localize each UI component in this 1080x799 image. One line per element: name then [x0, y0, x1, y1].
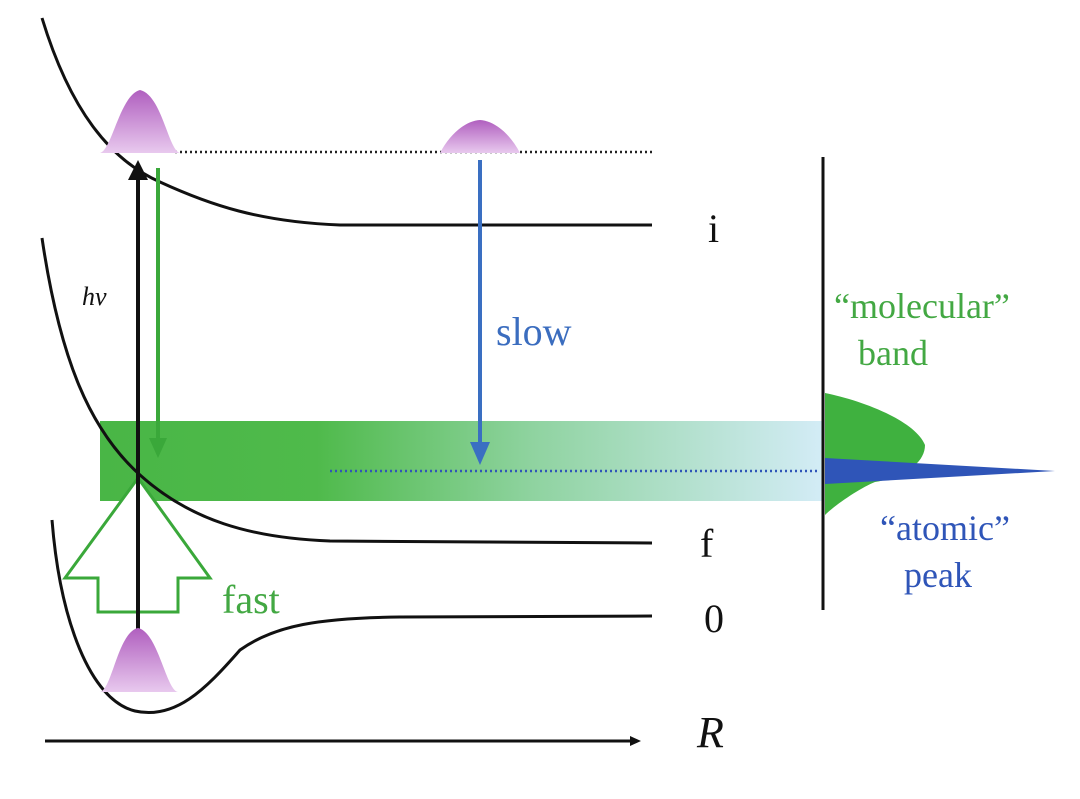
label-slow: slow — [496, 309, 572, 354]
wavepacket-upper-left — [100, 90, 180, 153]
label-photon: hv — [82, 282, 107, 311]
molecular-band-region — [100, 421, 822, 501]
label-state-i: i — [708, 206, 719, 251]
label-band: band — [858, 333, 928, 373]
curve-state-0 — [50, 519, 653, 714]
photon-arrow-head — [128, 160, 148, 180]
atomic-peak — [825, 458, 1055, 484]
label-atomic: “atomic” — [880, 508, 1010, 548]
label-molecular: “molecular” — [834, 286, 1010, 326]
label-peak: peak — [904, 555, 972, 595]
wavepacket-upper-right — [440, 120, 520, 153]
label-state-f: f — [700, 521, 714, 566]
green-emission-arrow-head — [149, 438, 167, 458]
label-state-0: 0 — [704, 596, 724, 641]
label-axis-r: R — [696, 708, 724, 757]
molecular-band-profile — [825, 393, 925, 515]
wavepacket-ground — [100, 628, 178, 692]
blue-emission-arrow-head — [470, 442, 490, 465]
label-fast: fast — [222, 577, 280, 622]
